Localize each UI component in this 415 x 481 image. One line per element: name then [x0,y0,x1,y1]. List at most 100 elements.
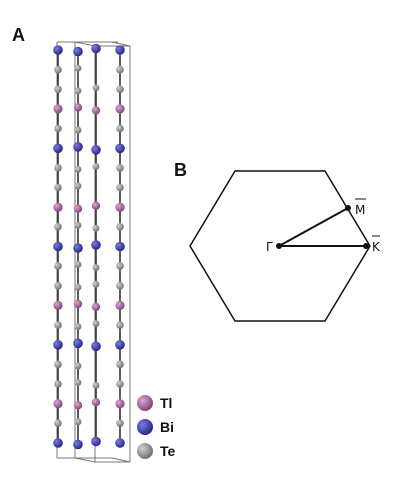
te-atom [54,262,62,270]
tl-atom [91,201,101,210]
panel-b-label: B [174,160,187,180]
te-atom [116,419,124,428]
bi-atom [73,338,83,349]
bi-atom [91,240,101,250]
bi-atom [91,341,101,352]
te-atom [116,380,124,388]
te-atom [54,360,62,369]
te-atom [92,320,100,328]
legend-item-bi: Bi [137,419,174,435]
te-atom [74,221,82,229]
tl-atom [53,202,63,212]
bi-atom [115,340,125,350]
panel-a-label: A [12,25,25,45]
te-atom [116,262,124,270]
te-atom [116,85,124,94]
gamma-point [276,243,282,249]
bi-atom [53,241,63,252]
legend: Tl Bi Te [137,395,176,459]
te-atom [116,65,124,74]
te-atom [54,85,62,94]
tl-atom [91,302,101,312]
te-atom [92,84,100,92]
tl-atom [73,401,83,410]
te-atom [92,280,100,288]
te-atom [54,282,62,290]
bi-atom [73,142,83,152]
legend-item-tl: Tl [137,395,172,411]
te-atom [116,223,124,231]
te-atom [116,124,124,133]
te-atom [54,65,62,74]
legend-label-te: Te [160,443,176,459]
tl-atom [73,299,83,309]
crystal-structure [53,41,131,463]
legend-item-te: Te [137,443,176,459]
te-atom [54,321,62,329]
te-atom [74,362,82,370]
te-atom [74,165,82,173]
bi-atom [53,45,63,55]
te-atom [74,283,82,291]
bi-atom-swatch [137,419,153,435]
te-atom [116,360,124,369]
te-atom [74,261,82,269]
bi-atom [115,241,125,252]
bi-atom [53,340,63,350]
bi-atom [115,143,125,154]
atom-layers [53,43,125,450]
bi-atom [91,145,101,155]
te-atom [54,419,62,428]
tl-atom [53,300,63,310]
te-atom [92,382,100,389]
hexagon-zone-boundary [189,170,371,322]
gamma-label: Γ [266,240,273,254]
te-atom-swatch [137,443,153,459]
m-label: M [355,203,365,217]
te-atom [54,183,62,192]
te-atom [116,321,124,329]
tl-atom [91,398,101,407]
bi-atom [115,45,125,55]
bi-atom [53,143,63,154]
te-atom [74,379,82,386]
te-atom [92,264,100,272]
bi-atom [73,439,83,450]
tl-atom [73,103,83,112]
tl-atom [115,202,125,212]
k-label: K [372,240,381,254]
bi-atom [73,46,83,57]
te-atom [116,282,124,290]
tl-atom [73,204,83,213]
tl-atom [53,399,63,409]
tl-atom [91,106,101,115]
bi-atom [91,436,101,447]
legend-label-tl: Tl [160,395,172,411]
brillouin-zone: Γ M K [189,170,381,322]
te-atom [74,418,82,426]
tl-atom [53,104,63,114]
bi-atom [73,243,83,253]
te-atom [74,323,82,331]
te-atom [54,124,62,133]
te-atom [54,223,62,231]
te-atom [74,182,82,190]
bi-atom [53,438,63,448]
tl-atom [115,399,125,409]
legend-label-bi: Bi [160,419,174,435]
te-atom [74,126,82,134]
tl-atom-swatch [137,395,153,411]
m-point [345,205,351,211]
te-atom [74,87,82,95]
te-atom [54,164,62,172]
atom-bond-lines [57,50,121,443]
k-point [363,243,369,249]
tl-atom [115,300,125,310]
te-atom [54,380,62,388]
bi-atom [91,43,101,54]
te-atom [116,164,124,172]
te-atom [116,183,124,192]
te-atom [92,162,100,170]
gamma-m-path [278,207,349,247]
